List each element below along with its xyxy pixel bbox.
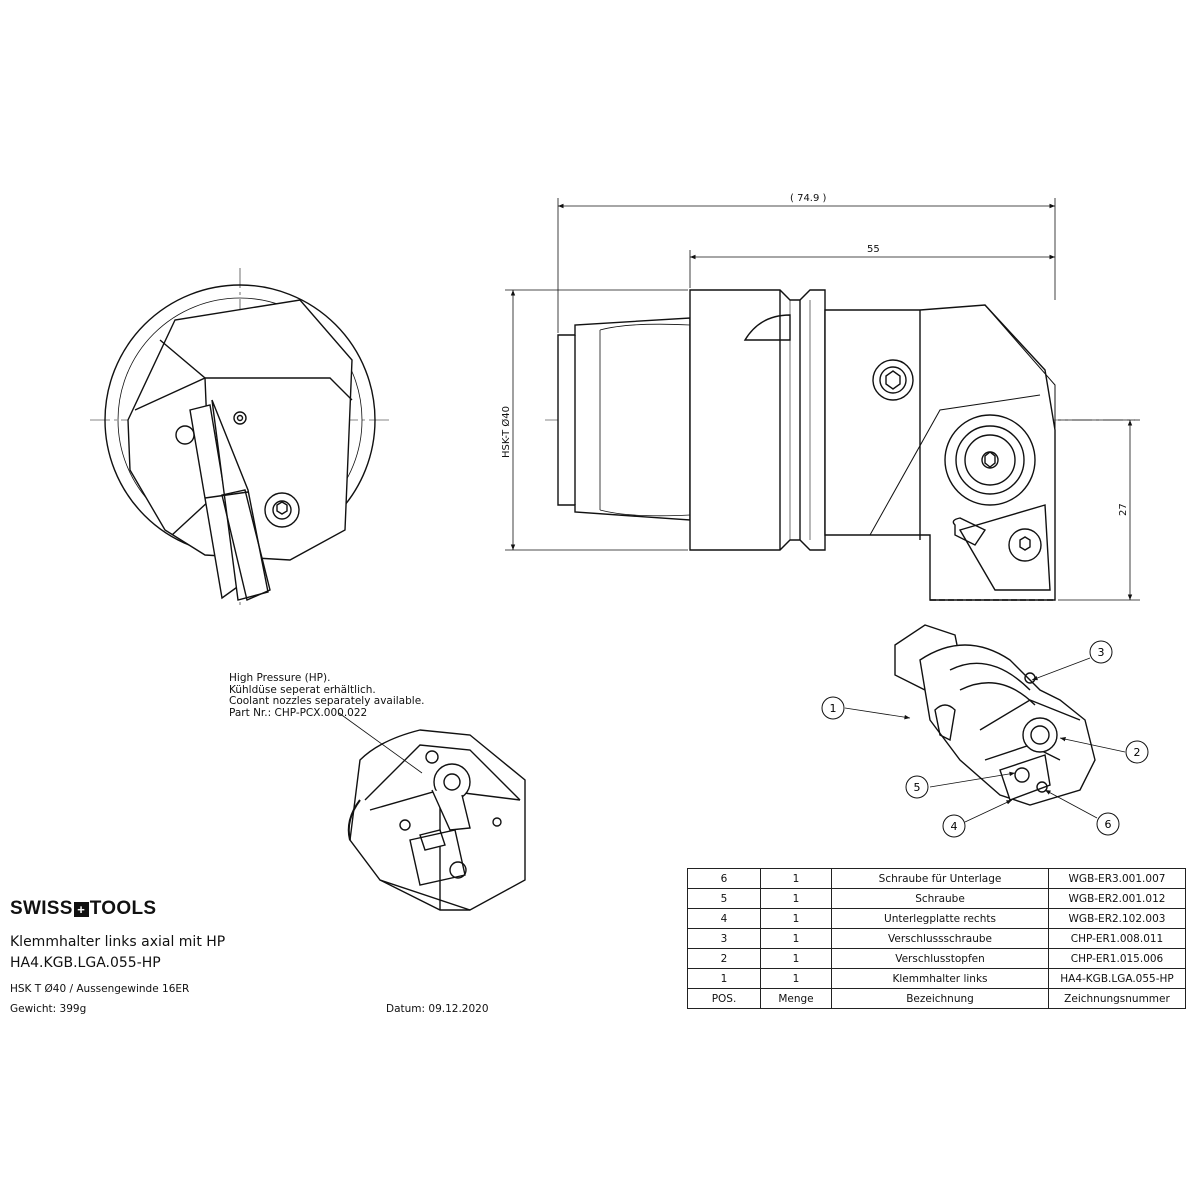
header-cell: Menge (760, 988, 832, 1009)
table-cell: WGB-ER2.102.003 (1048, 908, 1186, 929)
table-row: 1 1 Klemmhalter links HA4-KGB.LGA.055-HP (687, 968, 1186, 989)
table-cell: 2 (687, 948, 761, 969)
table-cell: 6 (687, 868, 761, 889)
table-row: 3 1 Verschlussschraube CHP-ER1.008.011 (687, 928, 1186, 949)
header-cell: Bezeichnung (831, 988, 1049, 1009)
table-cell: 1 (760, 888, 832, 909)
swiss-cross-icon: + (73, 901, 89, 917)
table-cell: 1 (760, 868, 832, 889)
table-cell: Schraube für Unterlage (831, 868, 1049, 889)
balloon-4: 4 (942, 814, 966, 838)
parts-list-table: 6 1 Schraube für Unterlage WGB-ER3.001.0… (687, 868, 1186, 1009)
table-cell: Verschlussschraube (831, 928, 1049, 949)
drawing-spec: HSK T Ø40 / Aussengewinde 16ER (10, 983, 190, 995)
header-cell: Zeichnungsnummer (1048, 988, 1186, 1009)
drawing-weight: Gewicht: 399g (10, 1003, 87, 1015)
table-cell: 4 (687, 908, 761, 929)
front-view (90, 268, 390, 605)
balloon-6: 6 (1096, 812, 1120, 836)
table-header-row: POS. Menge Bezeichnung Zeichnungsnummer (687, 988, 1186, 1009)
table-cell: 1 (760, 968, 832, 989)
brand-right: TOOLS (89, 898, 157, 919)
svg-text:5: 5 (914, 781, 921, 794)
header-cell: POS. (687, 988, 761, 1009)
svg-text:2: 2 (1134, 746, 1141, 759)
balloon-2: 2 (1125, 740, 1149, 764)
coolant-detail-view (338, 712, 526, 911)
drawing-title: Klemmhalter links axial mit HP (10, 934, 226, 950)
table-cell: Unterlegplatte rechts (831, 908, 1049, 929)
table-row: 5 1 Schraube WGB-ER2.001.012 (687, 888, 1186, 909)
svg-text:6: 6 (1105, 818, 1112, 831)
table-cell: 3 (687, 928, 761, 949)
dimension-lines (505, 198, 1140, 601)
table-cell: Verschlusstopfen (831, 948, 1049, 969)
table-cell: 5 (687, 888, 761, 909)
dim-height: 27 (1118, 503, 1129, 516)
assembly-iso-view (894, 624, 1096, 806)
balloon-leaders (844, 657, 1126, 823)
note-line: Part Nr.: CHP-PCX.000.022 (229, 706, 368, 719)
brand-left: SWISS (10, 898, 73, 919)
table-cell: 1 (760, 908, 832, 929)
table-cell: WGB-ER3.001.007 (1048, 868, 1186, 889)
table-cell: 1 (760, 928, 832, 949)
brand-logo: SWISS+TOOLS (10, 898, 156, 920)
balloon-5: 5 (905, 775, 929, 799)
table-cell: WGB-ER2.001.012 (1048, 888, 1186, 909)
table-cell: CHP-ER1.015.006 (1048, 948, 1186, 969)
dim-body-length: 55 (867, 244, 880, 255)
balloons: 1 2 3 4 5 6 (821, 640, 1149, 838)
dim-shank-label: HSK-T Ø40 (500, 406, 512, 458)
table-row: 6 1 Schraube für Unterlage WGB-ER3.001.0… (687, 868, 1186, 889)
table-cell: CHP-ER1.008.011 (1048, 928, 1186, 949)
note-line: Kühldüse seperat erhältlich. (229, 683, 376, 696)
table-row: 4 1 Unterlegplatte rechts WGB-ER2.102.00… (687, 908, 1186, 929)
dim-overall-length: ( 74.9 ) (790, 193, 827, 204)
table-cell: Schraube (831, 888, 1049, 909)
note-line: Coolant nozzles separately available. (229, 695, 425, 707)
table-row: 2 1 Verschlusstopfen CHP-ER1.015.006 (687, 948, 1186, 969)
side-view (545, 289, 1135, 601)
svg-text:3: 3 (1098, 646, 1105, 659)
note-line: High Pressure (HP). (229, 672, 331, 684)
drawing-date: Datum: 09.12.2020 (386, 1003, 489, 1015)
coolant-note: High Pressure (HP). Kühldüse seperat erh… (229, 672, 425, 719)
svg-text:4: 4 (951, 820, 958, 833)
table-cell: 1 (760, 948, 832, 969)
table-cell: Klemmhalter links (831, 968, 1049, 989)
balloon-3: 3 (1089, 640, 1113, 664)
table-cell: HA4-KGB.LGA.055-HP (1048, 968, 1186, 989)
svg-text:1: 1 (830, 702, 837, 715)
table-cell: 1 (687, 968, 761, 989)
drawing-part-number: HA4.KGB.LGA.055-HP (10, 955, 161, 971)
balloon-1: 1 (821, 696, 845, 720)
